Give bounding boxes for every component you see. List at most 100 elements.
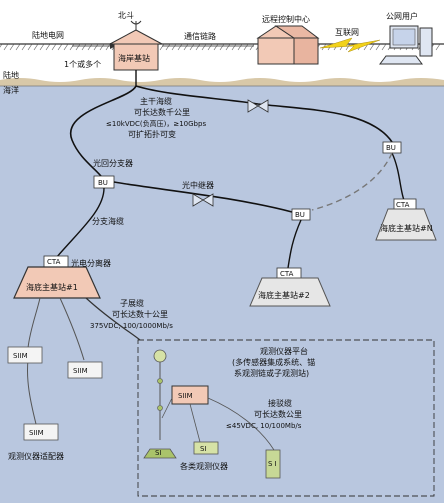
cable-to-platform [85,297,141,341]
siim1-label: SIIM [13,352,28,360]
optical-repeater-upper [247,99,269,113]
sub-cable-line2: 可长达数十公里 [112,309,168,319]
siim2-label: SIIM [73,367,88,375]
remote-control-center [256,25,320,65]
station-2-shape [249,277,331,307]
hatch-line [0,43,3,48]
bu-left-label: BU [98,179,108,187]
mooring-node-1 [157,378,163,384]
main-cable-right [135,85,393,143]
main-cable-mid [113,181,293,213]
hatch-line [51,43,57,51]
hatch-line [219,43,225,51]
hatch-line [381,43,387,51]
platform-frame [137,339,435,497]
bu-right-label: BU [386,144,396,152]
station-2-label: 海底主基站#2 [258,290,310,300]
bu-mid-label: BU [295,211,305,219]
antenna-dish-icon [130,20,142,25]
sub-cable-line1: 子展缆 [120,298,144,308]
hatch-line [189,43,195,51]
public-user-label: 公网用户 [386,11,418,21]
keyboard [379,55,423,65]
hatch-line [201,43,207,51]
cpu-tower [419,27,433,57]
hatch-line [435,43,441,51]
sub-cable2-line3: ≤45VDC, 10/100Mb/s [226,422,302,430]
hatch-line [237,43,243,51]
siim-to-mooring [161,397,173,419]
hatch-line [87,43,93,51]
station-1-shape [13,266,101,299]
hatch-line [69,43,75,51]
hatch-line [165,43,171,51]
optical-splitter-label: 光回分支器 [93,158,133,168]
hatch-line [45,43,51,51]
station-1-label: 海底主基站#1 [26,282,78,292]
siim2-box [67,361,103,379]
hatch-line [207,43,213,51]
land-label: 陆地 [3,70,19,80]
platform-line1: 观测仪器平台 [260,346,308,356]
si2-label: SI [200,445,207,453]
hatch-line [39,43,45,51]
cable-to-siim2 [59,297,85,361]
anchor-base [143,448,177,459]
hatch-line [21,43,27,51]
cta-mid-label: CTA [280,270,294,278]
cta-left-note: 光电分离器 [71,258,111,268]
repeater-upper-icon-b [257,99,269,113]
cta-left-label: CTA [47,258,61,266]
cable-to-siim1 [27,297,41,349]
siim-adapter-label: 观测仪器适配器 [8,451,64,461]
hatch-line [231,43,237,51]
hatch-line [225,43,231,51]
hatch-line [213,43,219,51]
hatch-line [375,43,381,51]
ocean-label: 海洋 [3,85,19,95]
beidou-label: 北斗 [118,11,134,20]
mooring-node-2 [157,405,163,411]
station-n-shape [375,208,437,241]
main-cable-line3: ≤10kVDC(负高压)，≥10Gbps [106,119,206,128]
remote-center-label: 远程控制中心 [262,14,310,24]
siim1-box [7,346,43,364]
main-cable-left [69,85,137,181]
hatch-line [195,43,201,51]
relay-left-icon [192,193,204,207]
branch-cable-label: 分支海缆 [92,216,124,226]
si3-label: S I [268,460,277,468]
siim-center-label: SIIM [178,392,193,400]
hatch-line [15,43,21,51]
cable-to-station-2 [287,219,302,269]
remote-center-front [257,37,295,65]
instr-label: 各类观测仪器 [180,461,228,471]
shore-station-body [113,43,159,71]
hatch-line [63,43,69,51]
main-cable-line2: 可长达数千公里 [134,107,190,117]
shore-station: 海岸基站 [109,29,163,71]
siim3-box [23,423,59,441]
hatch-line [9,43,15,51]
hatch-line [3,43,9,51]
land-area [0,0,444,80]
shoreline [0,78,444,86]
siim-to-si2 [189,403,201,443]
cable-to-siim3 [27,359,37,425]
platform-line2: (多传感器集成系统、锚 [232,357,315,367]
cable-to-station-n [391,152,405,201]
siim-to-si3 [207,397,275,451]
land-grid-label: 陆地电网 [32,30,64,40]
sub-cable2-line2: 可长达数公里 [254,409,302,419]
si1-label: SI [155,449,162,457]
computer-icon [379,25,433,65]
internet-label: 互联网 [335,28,359,37]
hatch-line [33,43,39,51]
siim3-label: SIIM [29,429,44,437]
hatch-line [345,43,351,51]
hatch-line [105,43,111,51]
relay-right-icon [202,193,214,207]
hatch-line [99,43,105,51]
hatch-line [81,43,87,51]
